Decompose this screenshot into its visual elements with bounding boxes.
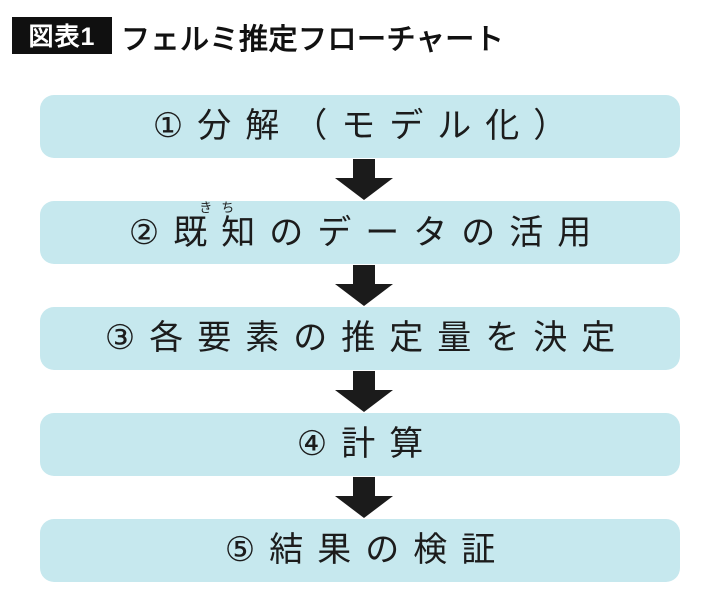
ruby-base: 既知 <box>173 214 270 252</box>
arrow-gap <box>327 370 393 413</box>
furigana: きち <box>173 200 270 215</box>
flow-step-label: ⑤結果の検証 <box>224 531 510 569</box>
step-text: のデータの活用 <box>269 214 606 252</box>
arrow-gap <box>327 476 393 519</box>
flow-step-4-calculate: ④計算 <box>40 413 680 476</box>
arrow-gap <box>327 264 393 307</box>
figure-number-badge: 図表1 <box>12 16 112 54</box>
flow-step-label: ③各要素の推定量を決定 <box>104 319 630 357</box>
flow-step-1-decompose: ①分解（モデル化） <box>40 95 680 158</box>
ruby-kichi: 既知きち <box>173 200 270 252</box>
flow-step-5-verify-result: ⑤結果の検証 <box>40 519 680 582</box>
flow-step-label: ④計算 <box>296 425 438 463</box>
flow-step-3-estimate-quantities: ③各要素の推定量を決定 <box>40 307 680 370</box>
down-arrow-icon <box>335 159 393 200</box>
down-arrow-icon <box>335 371 393 412</box>
flow-step-label: ①分解（モデル化） <box>152 107 582 145</box>
flow-step-2-known-data: ②既知きちのデータの活用 <box>40 200 680 265</box>
step-number: ② <box>128 214 174 252</box>
flowchart: ①分解（モデル化） ②既知きちのデータの活用 ③各要素の推定量を決定 ④計算 <box>40 95 680 582</box>
flow-step-label: ②既知きちのデータの活用 <box>115 200 605 265</box>
page-title: フェルミ推定フローチャート <box>121 24 505 56</box>
arrow-gap <box>327 158 393 201</box>
down-arrow-icon <box>335 477 393 518</box>
figure-header: 図表1 フェルミ推定フローチャート <box>12 12 504 58</box>
down-arrow-icon <box>335 265 393 306</box>
